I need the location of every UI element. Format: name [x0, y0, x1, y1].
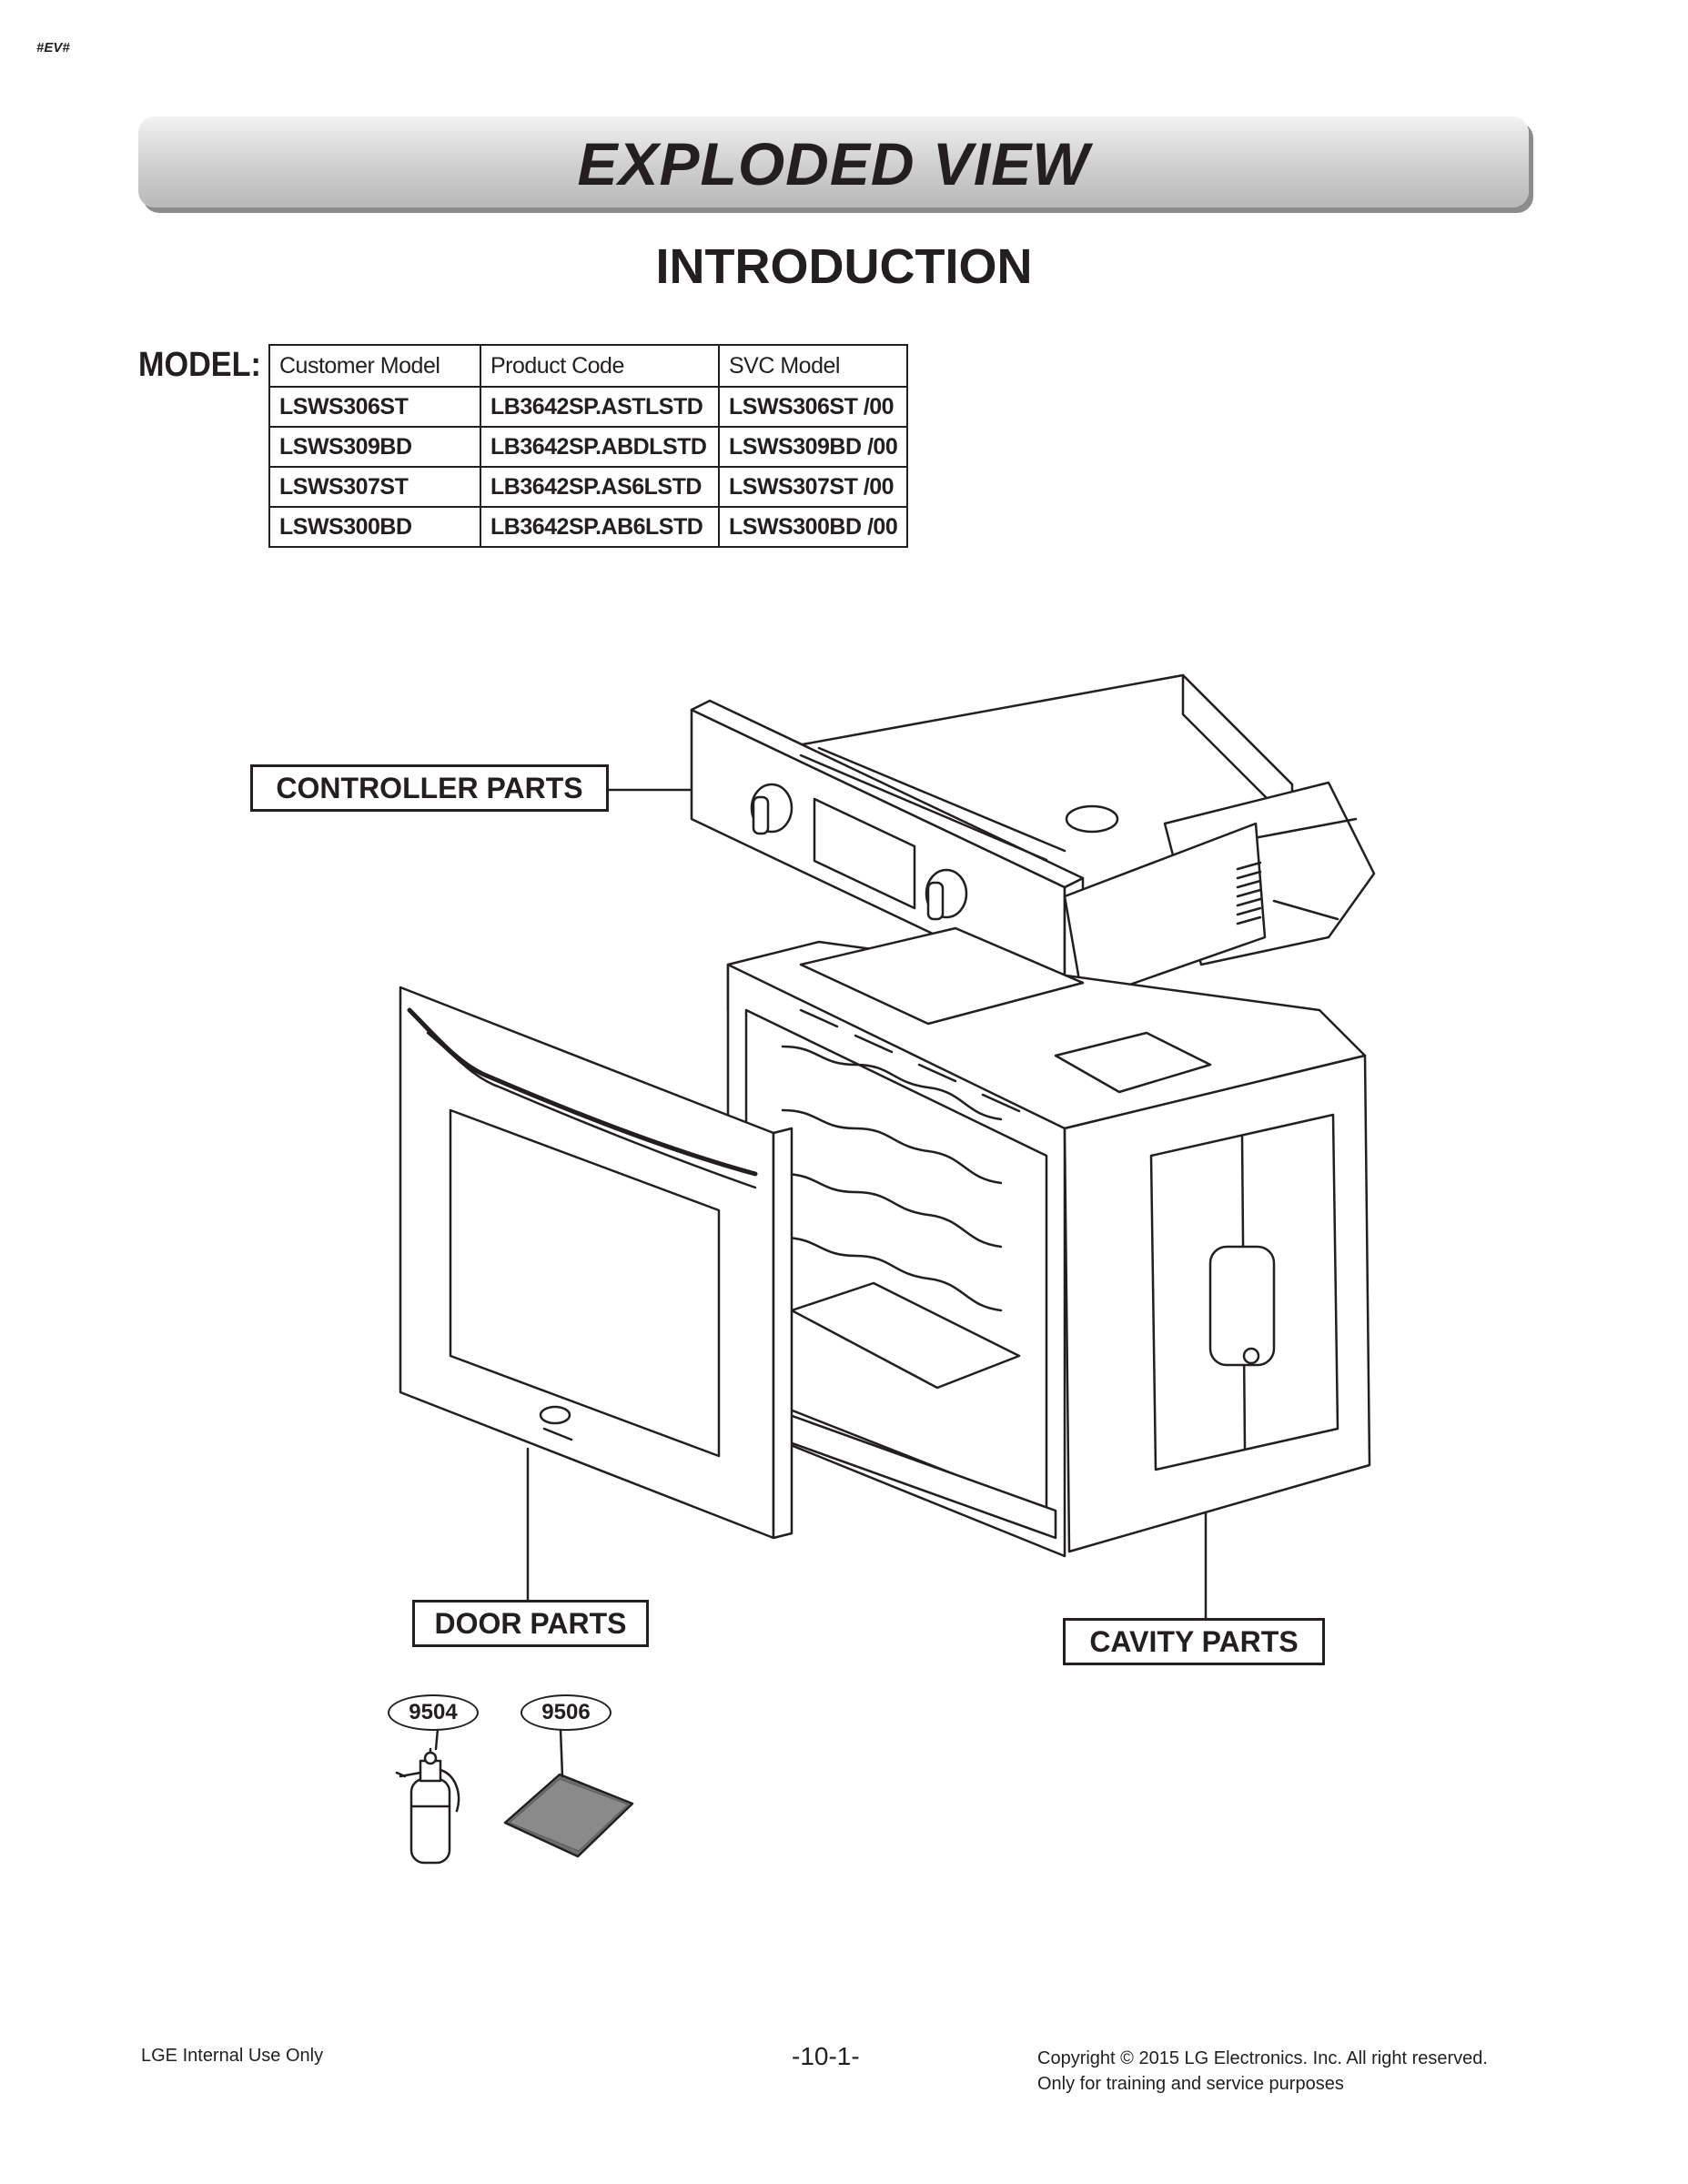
- model-label: MODEL:: [138, 346, 261, 384]
- spray-bottle-icon: [395, 1747, 460, 1865]
- table-row: LSWS307ST LB3642SP.AS6LSTD LSWS307ST /00: [268, 466, 909, 508]
- table-cell: LSWS306ST /00: [717, 386, 909, 428]
- page-number: -10-1-: [792, 2042, 860, 2070]
- part-9506-leader-line: [559, 1727, 564, 1778]
- part-9504-leader-line: [434, 1727, 440, 1751]
- table-cell: LSWS309BD: [268, 426, 481, 468]
- controller-parts-label: CONTROLLER PARTS: [250, 764, 609, 812]
- table-cell: LB3642SP.AS6LSTD: [480, 466, 720, 508]
- column-header: Customer Model: [268, 344, 481, 388]
- model-table: Customer Model Product Code SVC Model LS…: [268, 344, 909, 548]
- section-title: INTRODUCTION: [655, 239, 1033, 294]
- table-cell: LB3642SP.AB6LSTD: [480, 506, 720, 548]
- footer-internal-use: LGE Internal Use Only: [141, 2046, 324, 2066]
- table-cell: LSWS309BD /00: [717, 426, 909, 468]
- copyright-line: Copyright © 2015 LG Electronics. Inc. Al…: [1037, 2048, 1488, 2068]
- cleaning-pad-icon: [503, 1773, 634, 1858]
- table-row: LSWS309BD LB3642SP.ABDLSTD LSWS309BD /00: [268, 426, 909, 468]
- table-row: LSWS306ST LB3642SP.ASTLSTD LSWS306ST /00: [268, 386, 909, 428]
- table-cell: LB3642SP.ABDLSTD: [480, 426, 720, 468]
- document-tag: #EV#: [36, 40, 70, 56]
- table-cell: LSWS306ST: [268, 386, 481, 428]
- table-row: LSWS300BD LB3642SP.AB6LSTD LSWS300BD /00: [268, 506, 909, 548]
- part-number-bubble: 9504: [388, 1694, 479, 1731]
- table-header-row: Customer Model Product Code SVC Model: [268, 344, 909, 388]
- table-cell: LSWS300BD /00: [717, 506, 909, 548]
- column-header: SVC Model: [717, 344, 909, 388]
- table-cell: LSWS300BD: [268, 506, 481, 548]
- footer-copyright: Copyright © 2015 LG Electronics. Inc. Al…: [1037, 2046, 1488, 2097]
- table-cell: LSWS307ST: [268, 466, 481, 508]
- cavity-parts-label: CAVITY PARTS: [1063, 1618, 1325, 1665]
- cavity-assembly: [726, 926, 1371, 1558]
- table-cell: LB3642SP.ASTLSTD: [480, 386, 720, 428]
- column-header: Product Code: [480, 344, 720, 388]
- banner-title: EXPLODED VIEW: [577, 130, 1090, 197]
- title-banner: EXPLODED VIEW: [138, 116, 1529, 207]
- door-parts-label: DOOR PARTS: [412, 1600, 649, 1647]
- table-cell: LSWS307ST /00: [717, 466, 909, 508]
- part-number-bubble: 9506: [521, 1694, 612, 1731]
- left-knob-icon: [750, 783, 793, 835]
- training-note: Only for training and service purposes: [1037, 2074, 1344, 2094]
- door-assembly: [399, 986, 793, 1540]
- right-knob-icon: [925, 868, 968, 921]
- controller-assembly: [690, 673, 1376, 1003]
